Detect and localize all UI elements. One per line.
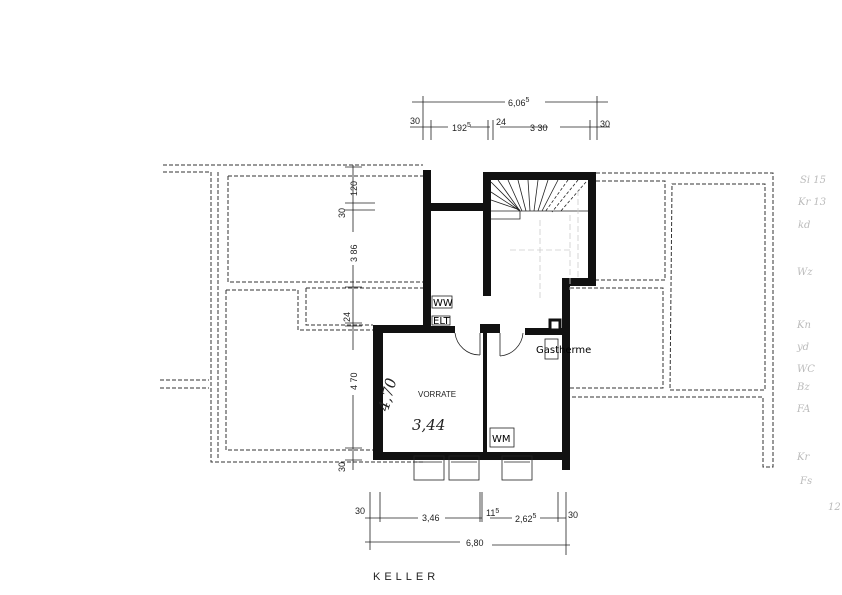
dimension-left: 120 30 3 86 24 4 70 30 [337,165,375,472]
room-area-handwritten: 3,44 [412,416,445,434]
svg-text:kd: kd [798,220,810,231]
svg-text:Kr: Kr [796,452,810,463]
svg-text:yd: yd [796,342,809,353]
svg-text:115: 115 [486,508,499,518]
svg-text:Bz: Bz [796,382,810,393]
elt-box [431,315,451,326]
svg-text:30: 30 [600,119,610,129]
chimney-icon [548,318,562,332]
svg-text:6,065: 6,065 [508,97,530,108]
plan-title: KELLER [373,571,439,583]
door-laundry [499,332,524,357]
svg-text:12: 12 [828,502,841,513]
staircase [490,179,588,220]
svg-text:30: 30 [568,510,578,520]
wm-box [489,427,515,448]
svg-text:30: 30 [355,506,365,516]
svg-text:30: 30 [337,208,347,218]
svg-text:3,46: 3,46 [422,513,440,523]
dimension-bottom: 30 3,46 115 2,625 30 6,80 [355,492,578,555]
svg-text:WC: WC [797,364,815,375]
gastherme-box [544,338,559,360]
ww-label: WW [433,298,453,309]
elt-label: ELT [433,316,451,327]
wm-label: WM [492,434,511,445]
room-label-vorrate: VORRATE [418,390,456,399]
dimension-top: 6,065 30 1925 24 3 30 30 [410,96,610,140]
adjacent-building-left [160,164,423,463]
svg-text:30: 30 [337,462,347,472]
ww-box [431,295,453,309]
svg-text:24: 24 [496,117,506,127]
svg-text:Fs: Fs [799,476,812,487]
svg-text:3 30: 3 30 [530,123,548,133]
svg-text:120: 120 [349,181,359,196]
svg-text:FA: FA [796,404,810,415]
svg-text:4 70: 4 70 [349,372,359,390]
margin-notes: Si 15 Kr 13 kd Wz Kn yd WC Bz FA Kr Fs 1… [796,175,841,513]
adjacent-building-right [570,172,774,468]
svg-text:Kr 13: Kr 13 [797,197,826,208]
walls [373,170,596,470]
svg-text:Wz: Wz [797,267,813,278]
svg-text:3 86: 3 86 [349,244,359,262]
svg-text:6,80: 6,80 [466,538,484,548]
svg-text:Kn: Kn [796,320,811,331]
basement-windows [413,455,533,481]
svg-text:2,625: 2,625 [515,513,537,524]
svg-text:Si 15: Si 15 [800,175,826,186]
door-storage [454,332,481,356]
svg-text:1925: 1925 [452,122,471,133]
gastherme-label: Gastherme [536,345,591,356]
faint-guides [510,190,579,300]
svg-text:24: 24 [342,312,352,322]
svg-text:30: 30 [410,116,420,126]
